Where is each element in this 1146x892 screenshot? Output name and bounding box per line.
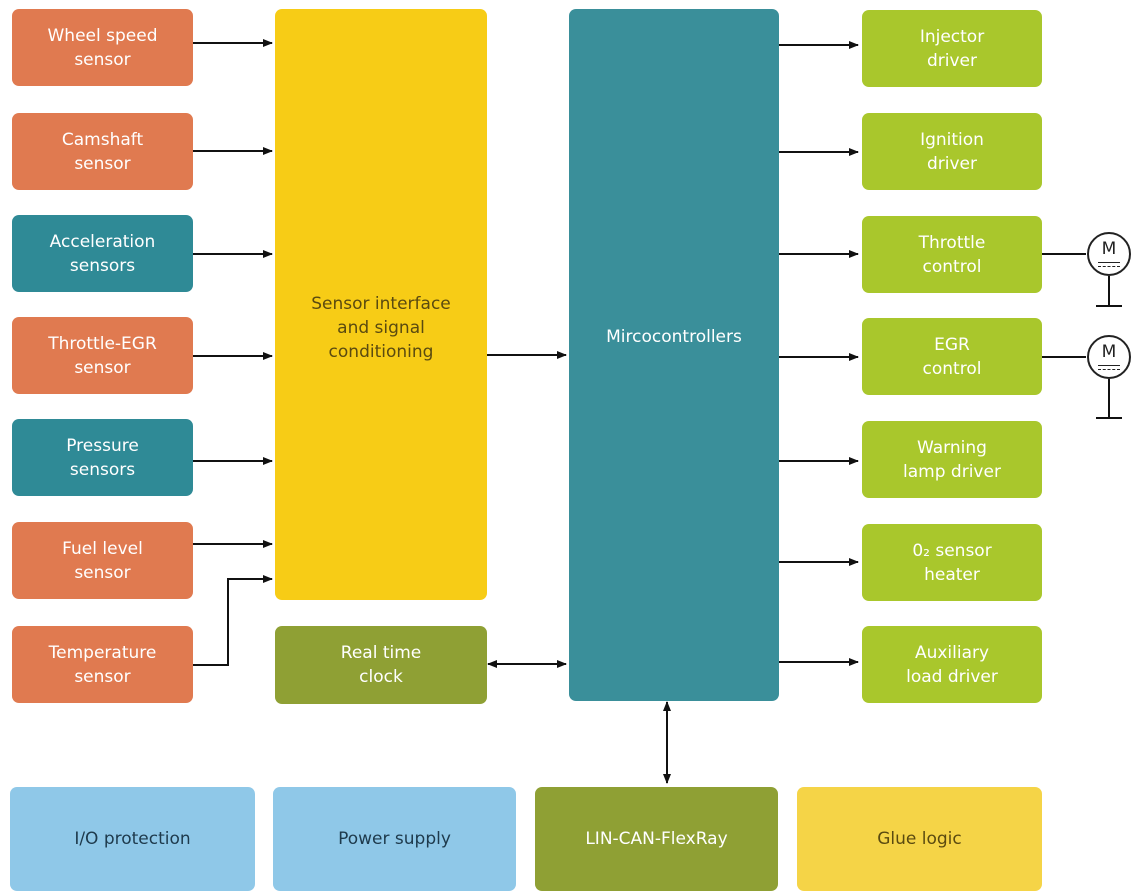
- o2-sensor-heater-label: 0₂ sensor heater: [912, 540, 992, 585]
- glue-logic-label: Glue logic: [877, 829, 962, 849]
- throttle-egr-sensor-label: Throttle-EGR sensor: [48, 333, 157, 378]
- microcontrollers-box: Mircocontrollers: [569, 9, 779, 701]
- fuel-level-sensor-box: Fuel level sensor: [12, 522, 193, 599]
- microcontrollers-label: Mircocontrollers: [606, 327, 742, 347]
- lin-can-flexray-box: LIN-CAN-FlexRay: [535, 787, 778, 891]
- glue-logic-box: Glue logic: [797, 787, 1042, 891]
- throttle-control-label: Throttle control: [918, 232, 986, 277]
- pressure-sensors-box: Pressure sensors: [12, 419, 193, 496]
- camshaft-sensor-box: Camshaft sensor: [12, 113, 193, 190]
- ignition-driver-box: Ignition driver: [862, 113, 1042, 190]
- fuel-level-sensor-label: Fuel level sensor: [62, 538, 143, 583]
- auxiliary-load-driver-box: Auxiliary load driver: [862, 626, 1042, 703]
- ignition-driver-label: Ignition driver: [920, 129, 984, 174]
- injector-driver-box: Injector driver: [862, 10, 1042, 87]
- dc-bar-solid: [1098, 262, 1120, 263]
- egr-control-label: EGR control: [922, 334, 982, 379]
- pressure-sensors-label: Pressure sensors: [66, 435, 139, 480]
- o2-sensor-heater-box: 0₂ sensor heater: [862, 524, 1042, 601]
- lin-can-flexray-label: LIN-CAN-FlexRay: [585, 829, 728, 849]
- camshaft-sensor-label: Camshaft sensor: [61, 129, 144, 174]
- wheel-speed-sensor-box: Wheel speed sensor: [12, 9, 193, 86]
- injector-driver-label: Injector driver: [919, 26, 985, 71]
- auxiliary-load-driver-label: Auxiliary load driver: [906, 642, 998, 687]
- io-protection-box: I/O protection: [10, 787, 255, 891]
- warning-lamp-driver-label: Warning lamp driver: [903, 437, 1001, 482]
- sensor-interface-box: Sensor interface and signal conditioning: [275, 9, 487, 600]
- power-supply-box: Power supply: [273, 787, 516, 891]
- throttle-egr-sensor-box: Throttle-EGR sensor: [12, 317, 193, 394]
- warning-lamp-driver-box: Warning lamp driver: [862, 421, 1042, 498]
- wheel-speed-sensor-label: Wheel speed sensor: [47, 25, 158, 70]
- io-protection-label: I/O protection: [74, 829, 191, 849]
- acceleration-sensors-box: Acceleration sensors: [12, 215, 193, 292]
- throttle-motor-symbol: M: [1101, 239, 1117, 259]
- egr-motor-symbol: M: [1101, 342, 1117, 362]
- dc-bar-dashed: [1098, 266, 1120, 267]
- throttle-control-box: Throttle control: [862, 216, 1042, 293]
- real-time-clock-box: Real time clock: [275, 626, 487, 704]
- throttle-motor-icon: M: [1087, 232, 1131, 276]
- temperature-sensor-box: Temperature sensor: [12, 626, 193, 703]
- dc-bar-dashed: [1098, 369, 1120, 370]
- acceleration-sensors-label: Acceleration sensors: [49, 231, 156, 276]
- real-time-clock-label: Real time clock: [340, 643, 422, 687]
- arrow-temperature: [193, 575, 273, 666]
- temperature-sensor-label: Temperature sensor: [48, 642, 157, 687]
- power-supply-label: Power supply: [338, 829, 451, 849]
- sensor-interface-label: Sensor interface and signal conditioning: [311, 294, 451, 362]
- egr-control-box: EGR control: [862, 318, 1042, 395]
- egr-motor-icon: M: [1087, 335, 1131, 379]
- dc-bar-solid: [1098, 365, 1120, 366]
